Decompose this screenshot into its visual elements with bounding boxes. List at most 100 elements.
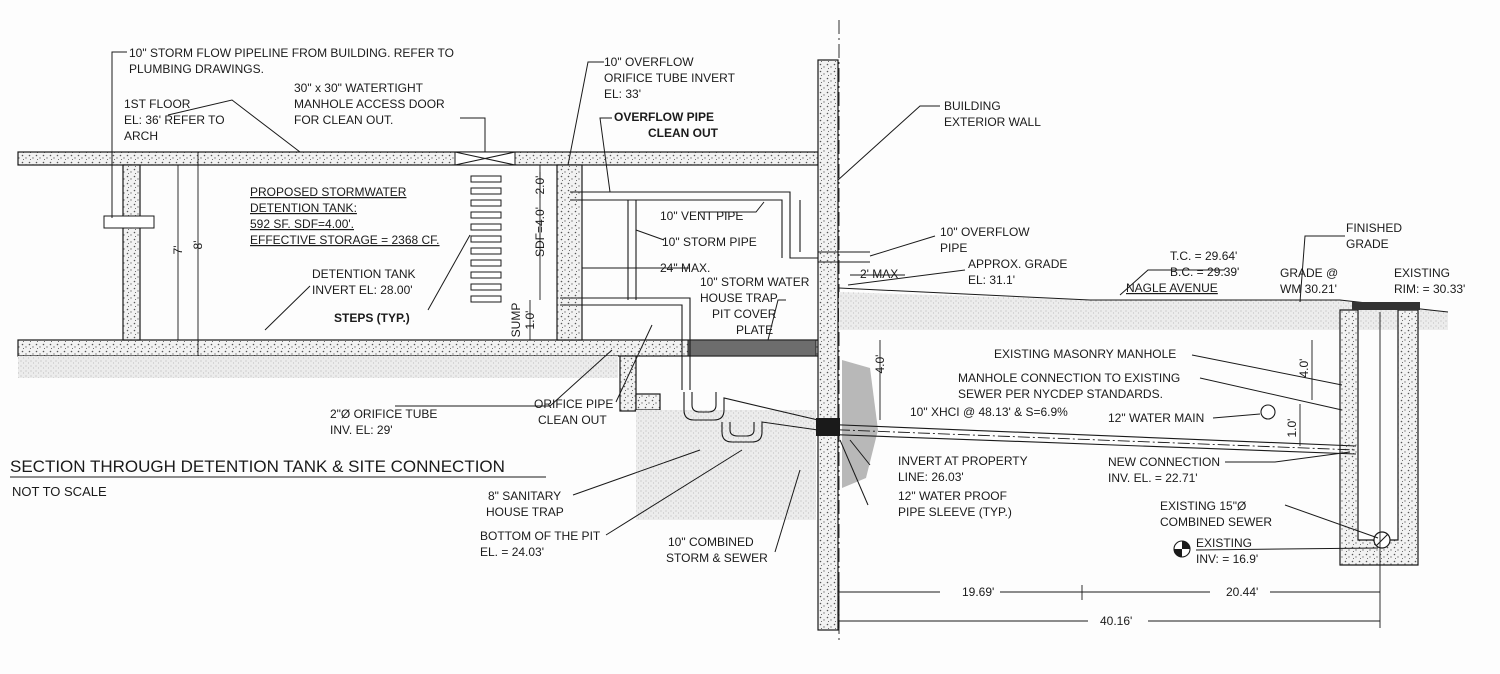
label-existing-inv-2: INV: = 16.9': [1196, 552, 1258, 566]
drawing-title: SECTION THROUGH DETENTION TANK & SITE CO…: [10, 457, 505, 476]
label-first-floor-2: EL: 36' REFER TO: [124, 113, 225, 127]
access-door-cross: [454, 151, 516, 166]
label-bc: B.C. = 29.39': [1170, 265, 1239, 279]
label-existing-sewer-2: COMBINED SEWER: [1160, 515, 1272, 529]
label-pit-bottom-1: BOTTOM OF THE PIT: [480, 529, 601, 543]
label-access-door-3: FOR CLEAN OUT.: [294, 113, 393, 127]
label-access-door-2: MANHOLE ACCESS DOOR: [294, 97, 445, 111]
soil-under-slab: [18, 356, 618, 378]
label-dim-8: 8': [191, 241, 205, 250]
manhole-rim: [1352, 302, 1420, 310]
label-overflow-pipe-2: PIPE: [940, 241, 967, 255]
label-overflow-pipe-1: 10" OVERFLOW: [940, 225, 1030, 239]
label-invert-property-2: LINE: 26.03': [898, 470, 964, 484]
label-dim-19-69: 19.69': [962, 585, 994, 599]
label-dim-4-0-right: 4.0': [1297, 359, 1311, 378]
sanitary-house-trap: [721, 421, 819, 443]
label-overflow-orifice-1: 10" OVERFLOW: [604, 55, 694, 69]
storm-house-trap: [683, 392, 819, 421]
drawing-subtitle: NOT TO SCALE: [12, 484, 107, 499]
piping: [560, 191, 1357, 455]
storm-flow-pipe-stub: [103, 215, 155, 229]
steps: [470, 175, 502, 303]
label-new-connection-2: INV. EL. = 22.71': [1108, 471, 1198, 485]
sewer-connection-pipe: [817, 423, 1357, 455]
label-sanitary-trap-1: 8" SANITARY: [488, 489, 561, 503]
label-mh-connection-2: SEWER PER NYCDEP STANDARDS.: [958, 387, 1163, 401]
label-house-trap-3: PIT COVER: [712, 307, 777, 321]
pit-left-wall: [619, 355, 637, 412]
leaders: [111, 51, 1379, 553]
label-finished-grade-1: FINISHED: [1346, 221, 1402, 235]
label-overflow-cleanout-1: OVERFLOW PIPE: [614, 110, 714, 124]
overflow-pipe-through-wall: [818, 251, 870, 263]
dimensions: [177, 152, 1381, 628]
label-water-main: 12" WATER MAIN: [1108, 411, 1204, 425]
label-existing-inv-1: EXISTING: [1196, 536, 1252, 550]
pit-ledge: [635, 393, 661, 411]
label-vent-pipe: 10" VENT PIPE: [660, 209, 743, 223]
label-dim-1-0-right: 1.0': [1285, 419, 1299, 438]
label-dim-2-0: 2.0': [533, 176, 547, 195]
label-dim-4-0-left: 4.0': [873, 355, 887, 374]
label-existing-rim-2: RIM: = 30.33': [1394, 282, 1465, 296]
label-overflow-orifice-3: EL: 33': [604, 87, 641, 101]
label-dim-40-16: 40.16': [1100, 614, 1132, 628]
label-combined-2: STORM & SEWER: [666, 551, 768, 565]
pit-cover-plate: [687, 339, 817, 357]
building-exterior-wall: [817, 59, 839, 631]
tank-structure: [17, 20, 840, 640]
label-first-floor-1: 1ST FLOOR: [124, 97, 191, 111]
tank-center-wall: [556, 164, 583, 341]
label-storm-pipe: 10" STORM PIPE: [662, 235, 757, 249]
label-house-trap-4: PLATE: [736, 323, 773, 337]
label-storm-flow-2: PLUMBING DRAWINGS.: [129, 62, 264, 76]
tank-left-wall: [122, 164, 141, 341]
tank-info-3: 592 SF. SDF=4.00'.: [250, 217, 354, 231]
label-sump: SUMP: [509, 303, 523, 338]
label-steps: STEPS (TYP.): [334, 311, 410, 325]
label-tank-invert-2: INVERT EL: 28.00': [312, 283, 413, 297]
label-overflow-cleanout-2: CLEAN OUT: [648, 126, 719, 140]
label-street: NAGLE AVENUE: [1126, 281, 1218, 295]
label-sleeve-2: PIPE SLEEVE (TYP.): [898, 505, 1012, 519]
label-dim-20-44: 20.44': [1226, 585, 1258, 599]
label-invert-property-1: INVERT AT PROPERTY: [898, 454, 1028, 468]
label-24-max: 24" MAX.: [660, 261, 710, 275]
tank-info-4: EFFECTIVE STORAGE = 2368 CF.: [250, 233, 440, 247]
label-orifice-tube-1: 2"Ø ORIFICE TUBE: [330, 407, 437, 421]
label-orifice-cleanout-1: ORIFICE PIPE: [534, 397, 613, 411]
label-orifice-cleanout-2: CLEAN OUT: [538, 413, 607, 427]
label-approx-grade-2: EL: 31.1': [968, 273, 1015, 287]
label-2-max: 2' MAX: [860, 267, 898, 281]
label-existing-sewer-1: EXISTING 15"Ø: [1160, 499, 1246, 513]
label-grade-wm-2: WM 30.21': [1280, 282, 1337, 296]
masonry-manhole: [1339, 309, 1419, 566]
label-building-wall-2: EXTERIOR WALL: [944, 115, 1041, 129]
label-approx-grade-1: APPROX. GRADE: [968, 257, 1067, 271]
label-existing-rim-1: EXISTING: [1394, 266, 1450, 280]
tank-info-2: DETENTION TANK:: [250, 201, 357, 215]
label-tc: T.C. = 29.64': [1170, 249, 1237, 263]
top-slab: [17, 151, 819, 166]
label-new-connection-1: NEW CONNECTION: [1108, 455, 1220, 469]
label-sanitary-trap-2: HOUSE TRAP: [486, 505, 564, 519]
label-overflow-orifice-2: ORIFICE TUBE INVERT: [604, 71, 736, 85]
label-sleeve-1: 12" WATER PROOF: [898, 489, 1007, 503]
label-house-trap-2: HOUSE TRAP: [700, 291, 778, 305]
soil-around-pit: [636, 410, 816, 520]
label-storm-flow-1: 10" STORM FLOW PIPELINE FROM BUILDING. R…: [129, 46, 454, 60]
label-first-floor-3: ARCH: [124, 129, 158, 143]
wall-penetration-grout: [842, 360, 878, 488]
pipe-sleeve: [816, 418, 840, 436]
tank-info-1: PROPOSED STORMWATER: [250, 185, 407, 199]
label-sdf: SDF=4.0': [533, 207, 547, 257]
label-access-door-1: 30" x 30" WATERTIGHT: [294, 81, 424, 95]
annotations: 10" STORM FLOW PIPELINE FROM BUILDING. R…: [10, 46, 1465, 628]
vent-pipe: [570, 191, 818, 259]
label-house-trap-1: 10" STORM WATER: [700, 275, 810, 289]
site-ground: [838, 287, 1449, 566]
label-masonry-manhole: EXISTING MASONRY MANHOLE: [994, 347, 1176, 361]
